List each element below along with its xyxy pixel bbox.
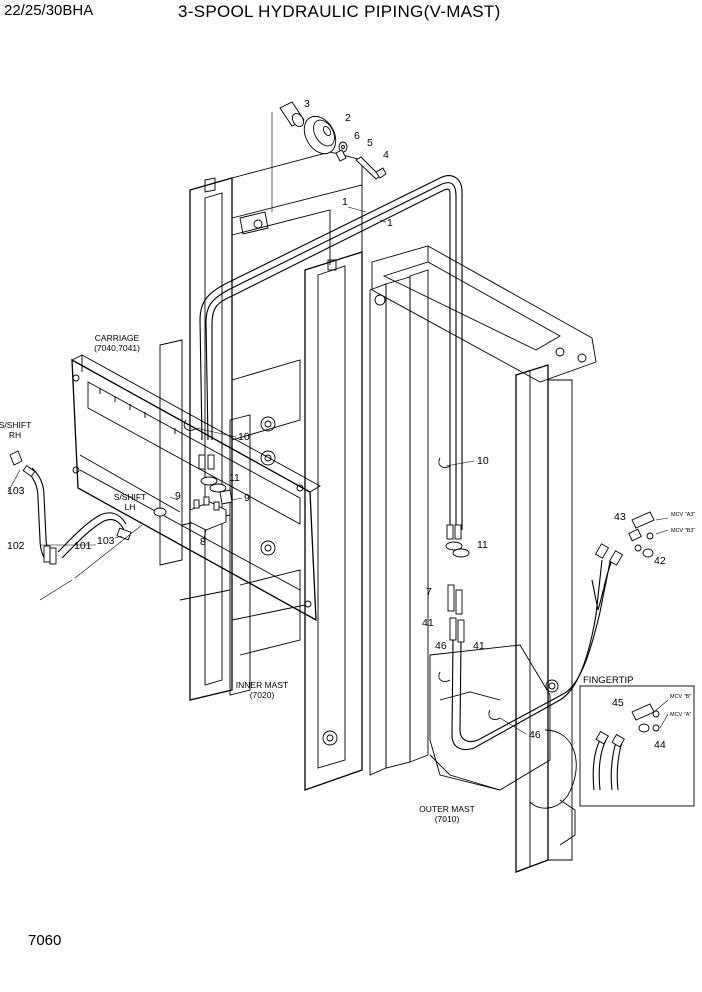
outer-mast-ref: (7010) (435, 814, 460, 824)
callout-6: 6 (354, 130, 360, 142)
sshift-rh-label: S/SHIFT (0, 420, 31, 430)
sshift-lh-side: LH (125, 502, 136, 512)
inner-mast-ref: (7020) (250, 690, 275, 700)
callout-101: 101 (74, 540, 92, 552)
page-number: 7060 (28, 932, 62, 949)
diagram-title: 3-SPOOL HYDRAULIC PIPING(V-MAST) (178, 2, 501, 21)
callout-3: 3 (304, 98, 310, 110)
hose-routing (183, 175, 624, 751)
part-callouts: 3 2 6 5 4 1 1 10 10 11 11 9 9 8 103 102 … (7, 98, 666, 751)
mcv-fittings (628, 511, 669, 558)
mcv-a-label: MCV "A" (670, 712, 691, 718)
callout-11a: 11 (229, 472, 240, 484)
callout-2: 2 (345, 112, 351, 124)
outer-mast (369, 245, 597, 873)
callout-41b: 41 (473, 640, 485, 652)
callout-4: 4 (383, 149, 389, 161)
sshift-rh-side: RH (9, 430, 21, 440)
callout-1b: 1 (387, 217, 393, 229)
mcv-a3-label: MCV "A3" (671, 512, 695, 518)
callout-44: 44 (654, 739, 666, 751)
outer-mast-label: OUTER MAST (419, 804, 475, 814)
callout-103a: 103 (7, 485, 25, 497)
callout-42: 42 (654, 555, 666, 567)
fingertip-label: FINGERTIP (583, 675, 634, 686)
inner-mast (189, 151, 363, 791)
callout-46b: 46 (529, 729, 541, 741)
callout-102: 102 (7, 540, 25, 552)
assembly-labels: CARRIAGE (7040,7041) INNER MAST (7020) O… (0, 333, 695, 824)
callout-45: 45 (612, 697, 624, 709)
sideshift-block (153, 489, 243, 539)
mcv-b-label: MCV "B" (670, 694, 691, 700)
fingertip-inset (579, 685, 695, 807)
callout-9a: 9 (175, 490, 181, 502)
callout-41a: 41 (422, 617, 434, 629)
carriage-label: CARRIAGE (95, 333, 140, 343)
inner-mast-label: INNER MAST (236, 680, 288, 690)
carriage-ref: (7040,7041) (94, 343, 140, 353)
sshift-lh-label: S/SHIFT (114, 492, 147, 502)
callout-43: 43 (614, 511, 626, 523)
carriage (71, 339, 321, 696)
model-code: 22/25/30BHA (4, 2, 94, 19)
sheave-assembly (271, 101, 387, 212)
callout-10a: 10 (238, 431, 250, 443)
callout-46a: 46 (435, 640, 447, 652)
sideshift-hoses (7, 450, 143, 601)
callout-103b: 103 (97, 535, 115, 547)
callout-10b: 10 (477, 455, 489, 467)
callout-9b: 9 (244, 492, 250, 504)
callout-7: 7 (426, 586, 432, 598)
callout-11b: 11 (477, 539, 488, 551)
callout-8: 8 (200, 536, 206, 548)
mcv-b3-label: MCV "B3" (671, 528, 695, 534)
callout-5: 5 (367, 137, 373, 149)
callout-1a: 1 (342, 196, 348, 208)
